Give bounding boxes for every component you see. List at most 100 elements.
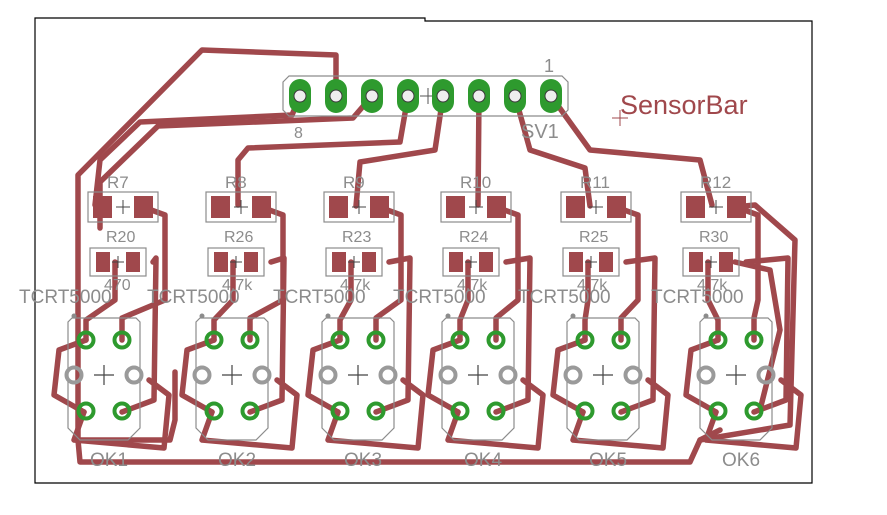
trace xyxy=(325,377,426,451)
tcrt5000-sensor xyxy=(321,313,395,441)
sensor-outline xyxy=(441,317,515,441)
sensor-pad xyxy=(611,330,631,350)
resistor-bottom-value: 4.7k xyxy=(697,277,728,294)
trace xyxy=(247,255,287,415)
sensor-pad xyxy=(575,330,595,350)
resistor-bottom-pad xyxy=(126,252,140,272)
header-pin-hole xyxy=(472,89,486,103)
header-pin-hole xyxy=(329,89,343,103)
resistor-bottom-name: R24 xyxy=(459,229,488,246)
header-name: SV1 xyxy=(521,121,559,143)
sensor-mount-hole xyxy=(192,365,212,385)
sensor-mount-hole xyxy=(378,365,398,385)
sensor-pad xyxy=(204,401,224,421)
sensor-pin1-marker xyxy=(445,313,451,319)
resistor-top-pad xyxy=(686,196,705,218)
resistor-top-pad xyxy=(607,196,626,218)
sensor-pad xyxy=(330,401,350,421)
resistor-bottom-value: 4.7k xyxy=(222,277,253,294)
resistor-top-outline xyxy=(680,191,752,223)
trace xyxy=(550,337,588,415)
resistor-top-name: R10 xyxy=(460,173,491,192)
sensor-mount-hole xyxy=(252,365,272,385)
resistor-bottom-name: R26 xyxy=(224,229,253,246)
resistor-bottom-pad xyxy=(214,252,228,272)
trace xyxy=(703,377,804,451)
resistor-bottom-cross xyxy=(230,256,242,268)
trace-h8 xyxy=(548,93,715,208)
trace-h5 xyxy=(353,93,446,209)
resistor-bottom-outline xyxy=(325,247,383,277)
resistor-bottom-value: 4.7k xyxy=(457,277,488,294)
sensor-name: OK5 xyxy=(589,450,627,471)
resistor-top-pad xyxy=(370,196,389,218)
sensor-outline xyxy=(321,317,395,441)
sensor-pad xyxy=(204,330,224,350)
header-pin-hole xyxy=(293,89,307,103)
sensor-name: OK2 xyxy=(218,450,256,471)
sensor-pad xyxy=(112,330,132,350)
resistor-top-cross xyxy=(589,200,603,214)
sensor-pad xyxy=(450,330,470,350)
sensor-pad xyxy=(240,330,260,350)
resistor-top-pad xyxy=(446,196,465,218)
tcrt5000-sensor xyxy=(441,313,515,441)
resistor-bottom-cross xyxy=(705,256,717,268)
resistor-bottom-pad xyxy=(599,252,613,272)
silkscreen-layer xyxy=(67,75,773,441)
resistor-top xyxy=(205,191,277,223)
sensor-name: OK6 xyxy=(722,450,760,471)
sensor-center-cross xyxy=(593,365,613,385)
sensor-pad xyxy=(366,330,386,350)
header-pin-hole xyxy=(508,89,522,103)
trace xyxy=(705,259,721,343)
sensor-pin1-marker xyxy=(199,313,205,319)
sensor-value: TCRT5000 xyxy=(19,287,112,308)
trace-bus-right xyxy=(697,202,798,443)
resistor-bottom xyxy=(89,247,147,277)
tcrt5000-sensor xyxy=(195,313,269,441)
resistor-bottom xyxy=(562,247,620,277)
trace-layer xyxy=(51,47,804,465)
sensor-pad xyxy=(744,401,764,421)
sensor-pad xyxy=(744,330,764,350)
resistor-bottom xyxy=(682,247,740,277)
trace xyxy=(51,337,89,415)
sensor-outline xyxy=(195,317,269,441)
trace-h2 xyxy=(75,47,339,443)
resistor-bottom-pad xyxy=(719,252,733,272)
sensor-pad xyxy=(240,401,260,421)
resistor-top-outline xyxy=(323,191,395,223)
header-pin-hole xyxy=(436,89,450,103)
pad-layer xyxy=(64,79,776,421)
resistor-bottom-pad xyxy=(449,252,463,272)
sensor-name: OK1 xyxy=(90,450,128,471)
board-outline xyxy=(34,17,813,484)
header-pin-hole xyxy=(365,89,379,103)
resistor-top-name: R9 xyxy=(343,173,365,192)
resistor-bottom-name: R30 xyxy=(699,229,728,246)
resistor-bottom-outline xyxy=(89,247,147,277)
tcrt5000-sensor xyxy=(566,313,640,441)
sensor-value: TCRT5000 xyxy=(651,287,744,308)
resistor-bottom-name: R23 xyxy=(342,229,371,246)
trace xyxy=(373,204,404,343)
resistor-bottom-cross xyxy=(112,256,124,268)
resistor-top-pad xyxy=(329,196,348,218)
trace xyxy=(337,259,354,343)
resistor-top-cross xyxy=(234,200,248,214)
resistor-top xyxy=(87,191,159,223)
sensor-pad xyxy=(112,401,132,421)
resistor-bottom-outline xyxy=(207,247,265,277)
sensor-pad xyxy=(611,401,631,421)
resistor-bottom-outline xyxy=(442,247,500,277)
resistor-bottom-pad xyxy=(332,252,346,272)
sensor-name: OK4 xyxy=(464,450,502,471)
resistor-top-pad xyxy=(93,196,112,218)
resistor-bottom-value: 470 xyxy=(104,277,131,294)
trace-h7 xyxy=(512,93,593,209)
resistor-bottom-cross xyxy=(465,256,477,268)
resistor-top-pad xyxy=(134,196,153,218)
